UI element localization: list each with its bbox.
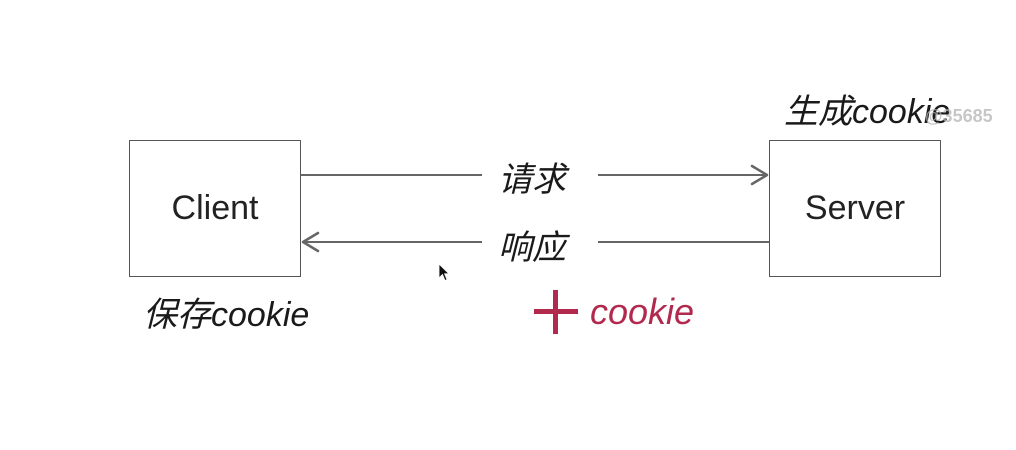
response-label: 响应: [498, 229, 566, 267]
request-arrowhead: [750, 164, 769, 186]
watermark: @35685: [925, 106, 993, 126]
server-note: 生成cookie: [784, 93, 951, 131]
client-note: 保存cookie: [143, 296, 310, 334]
client-box: Client: [129, 140, 301, 277]
cookie-label: cookie: [590, 291, 695, 332]
response-arrowhead: [301, 231, 320, 253]
client-label: Client: [171, 189, 259, 227]
server-label: Server: [804, 189, 906, 227]
mouse-pointer-icon: [438, 263, 450, 282]
plus-icon: [534, 290, 578, 334]
server-box: Server: [769, 140, 941, 277]
request-label: 请求: [498, 161, 566, 199]
plus-cookie-annotation: cookie: [534, 290, 694, 334]
